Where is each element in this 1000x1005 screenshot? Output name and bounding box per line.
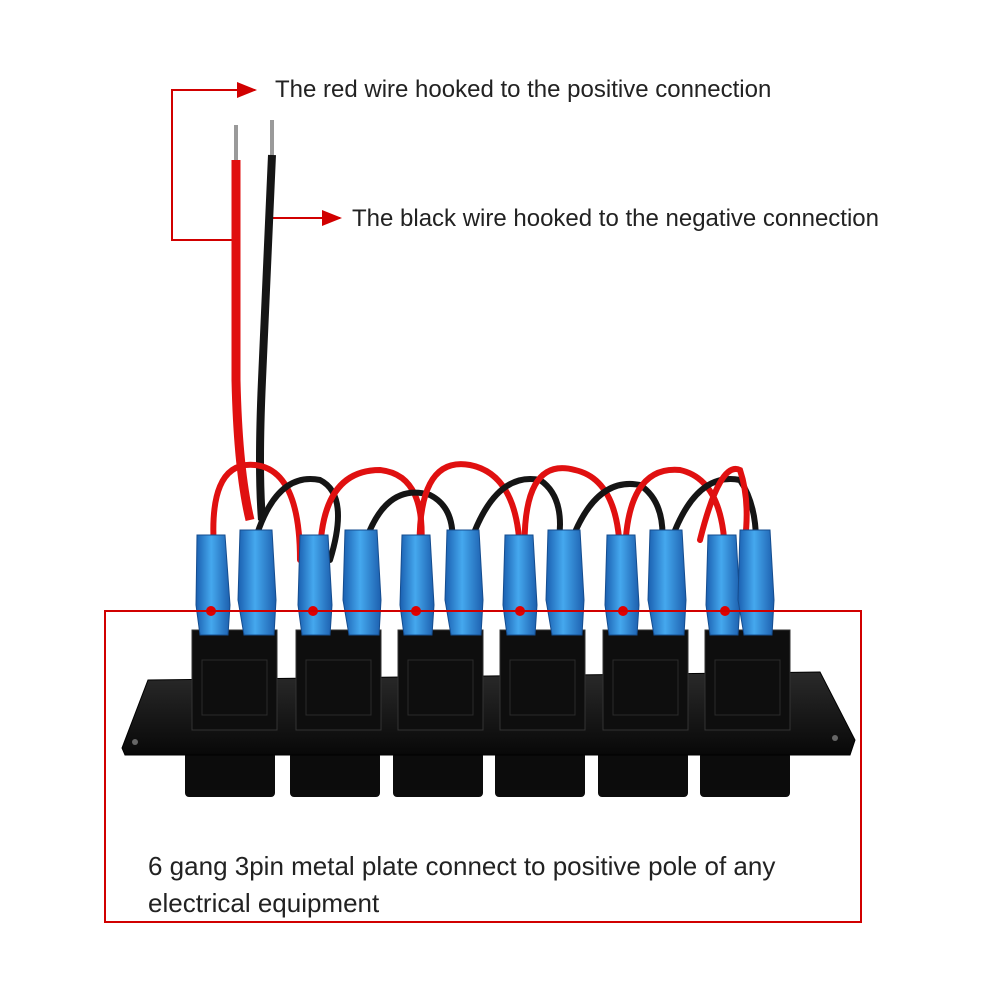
black-wire-label: The black wire hooked to the negative co… [352, 205, 880, 232]
plate-highlight-box [104, 610, 862, 923]
switch-4 [499, 629, 586, 731]
black-lead-wire [256, 154, 276, 521]
switch-6 [704, 629, 791, 731]
red-lead-wire [231, 160, 255, 522]
switch-2 [295, 629, 382, 731]
red-wire-label: The red wire hooked to the positive conn… [275, 76, 772, 103]
switch-bodies [191, 629, 791, 731]
switch-1 [191, 629, 278, 731]
red-wire-pointer [171, 82, 257, 241]
plate-description-line-1: 6 gang 3pin metal plate connect to posit… [148, 851, 776, 881]
plate-description-line-2: electrical equipment [148, 888, 380, 918]
rocker-bottoms [185, 752, 790, 797]
lead-wires [231, 120, 276, 522]
switch-3 [397, 629, 484, 731]
switch-5 [602, 629, 689, 731]
jumper-wires [210, 461, 759, 563]
plate-description: 6 gang 3pin metal plate connect to posit… [148, 848, 848, 922]
